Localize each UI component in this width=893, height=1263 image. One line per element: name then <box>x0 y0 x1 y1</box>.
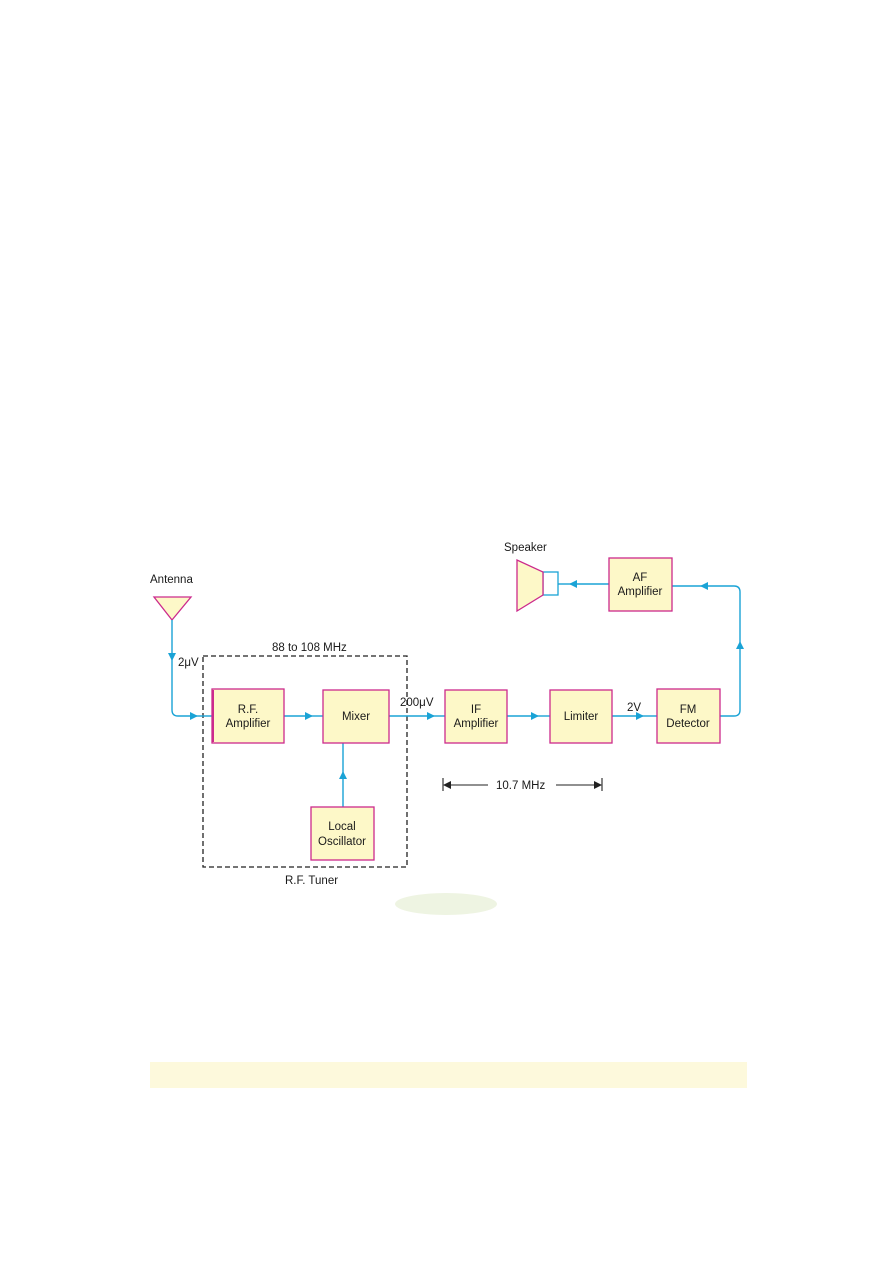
fm-detector-line1: FM <box>680 704 697 716</box>
footer-highlight-bar <box>150 1062 747 1088</box>
speaker-label: Speaker <box>504 542 547 554</box>
antenna-label: Antenna <box>150 574 193 586</box>
limiter-label: Limiter <box>564 711 599 723</box>
limiter-output-voltage-label: 2V <box>627 702 641 714</box>
if-amplifier-line2: Amplifier <box>454 718 499 730</box>
speaker-icon <box>516 558 559 613</box>
signal-paths <box>168 580 744 807</box>
antenna-icon <box>152 596 193 622</box>
rf-tuner-dashed-box <box>202 655 408 868</box>
block-limiter: Limiter <box>549 689 613 744</box>
mixer-output-voltage-label: 200μV <box>400 697 434 709</box>
rf-amplifier-line2: Amplifier <box>226 718 271 730</box>
local-oscillator-line1: Local <box>328 821 356 833</box>
local-oscillator-line2: Oscillator <box>318 836 366 848</box>
if-frequency-label: 10.7 MHz <box>496 780 545 792</box>
block-local-oscillator: Local Oscillator <box>310 806 375 861</box>
if-frequency-dimension: 10.7 MHz <box>442 778 603 792</box>
block-mixer: Mixer <box>322 689 390 744</box>
tuner-frequency-label: 88 to 108 MHz <box>272 642 347 654</box>
af-amplifier-line1: AF <box>633 572 648 584</box>
mixer-label: Mixer <box>342 711 370 723</box>
rf-amplifier-line1: R.F. <box>238 704 258 716</box>
antenna-voltage-label: 2μV <box>178 657 199 669</box>
block-af-amplifier: AF Amplifier <box>608 557 673 612</box>
decorative-ellipse <box>395 893 497 915</box>
block-rf-amplifier: R.F. Amplifier <box>211 688 285 744</box>
if-amplifier-line1: IF <box>471 704 481 716</box>
af-amplifier-line2: Amplifier <box>618 586 663 598</box>
tuner-name-label: R.F. Tuner <box>285 875 338 887</box>
block-if-amplifier: IF Amplifier <box>444 689 508 744</box>
block-fm-detector: FM Detector <box>656 688 721 744</box>
fm-detector-line2: Detector <box>666 718 710 730</box>
